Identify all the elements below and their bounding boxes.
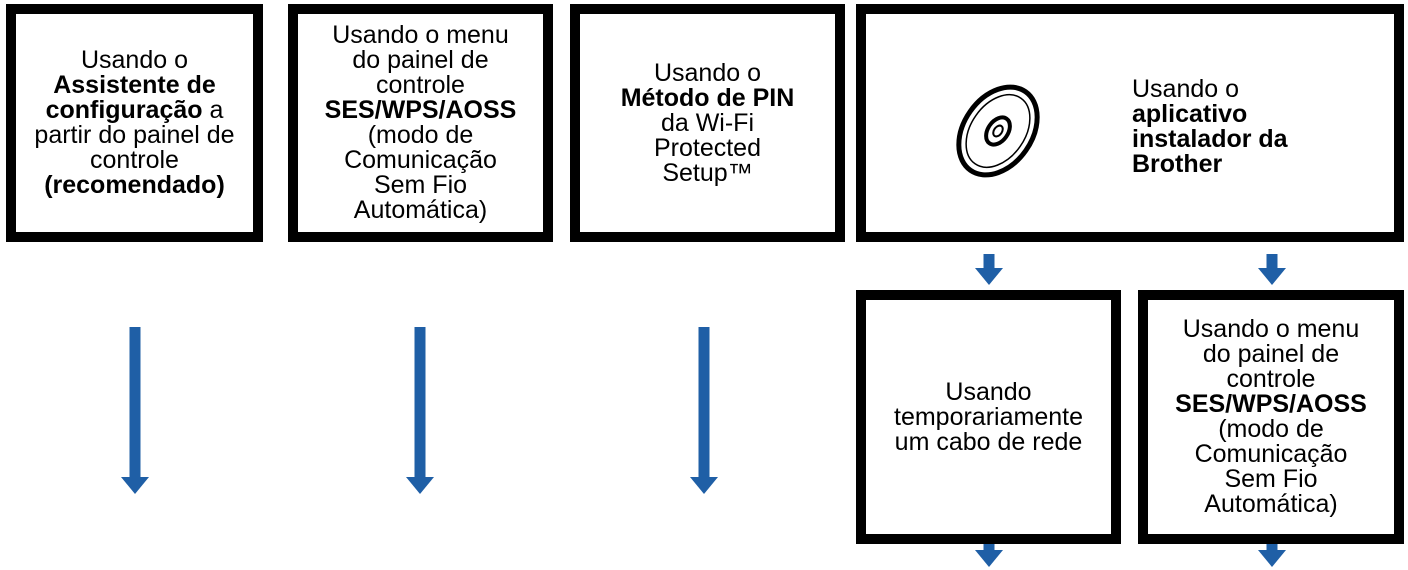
arrow-wizard-down bbox=[121, 327, 149, 494]
text-bold-run: SES/WPS/AOSS bbox=[1175, 390, 1367, 418]
text-bold-run: Método de PIN bbox=[620, 83, 795, 112]
text-run: (modo de bbox=[367, 121, 474, 149]
text-line: Usando o menu bbox=[1175, 317, 1367, 342]
text-bold-run: aplicativo bbox=[1132, 100, 1248, 128]
text-run: Sem Fio bbox=[1224, 465, 1318, 493]
text-bold-run: configuração bbox=[45, 96, 203, 124]
text-line: Automática) bbox=[1175, 492, 1367, 517]
text-line: Usando o bbox=[34, 48, 234, 73]
text-line: Automática) bbox=[325, 198, 517, 223]
text-line: SES/WPS/AOSS bbox=[325, 98, 517, 123]
text-line: Brother bbox=[1132, 152, 1288, 177]
text-run: do painel de bbox=[1202, 340, 1340, 368]
text-run: Usando o bbox=[653, 58, 761, 87]
text-line: Comunicação bbox=[1175, 442, 1367, 467]
text-line: um cabo de rede bbox=[894, 427, 1083, 456]
text-line: Usando o menu bbox=[325, 23, 517, 48]
text-line: configuração a bbox=[34, 98, 234, 123]
text-line: Método de PIN bbox=[620, 83, 795, 112]
text-line: controle bbox=[34, 148, 234, 173]
text-line: Assistente de bbox=[34, 73, 234, 98]
text-bold-run: instalador da bbox=[1132, 125, 1288, 153]
text-line: SES/WPS/AOSS bbox=[1175, 392, 1367, 417]
text-run: Comunicação bbox=[1194, 440, 1348, 468]
text-line: aplicativo bbox=[1132, 102, 1288, 127]
text-line: Protected bbox=[621, 133, 795, 162]
text-run: Automática) bbox=[1204, 490, 1338, 518]
text-line: controle bbox=[1175, 367, 1367, 392]
text-line: instalador da bbox=[1132, 127, 1288, 152]
arrow-installer-to-ses bbox=[1258, 254, 1286, 285]
text-line: do painel de bbox=[325, 48, 517, 73]
text-line: (recomendado) bbox=[34, 173, 234, 198]
text-run: Protected bbox=[653, 133, 761, 162]
text-run: um cabo de rede bbox=[894, 427, 1083, 456]
text-line: (modo de bbox=[325, 123, 517, 148]
text-run: Comunicação bbox=[344, 146, 497, 174]
text-run: partir do painel de bbox=[34, 121, 235, 149]
text-run: controle bbox=[376, 71, 465, 99]
text-line: do painel de bbox=[1175, 342, 1367, 367]
text-run: Usando o bbox=[1132, 75, 1240, 103]
text-line: Setup™ bbox=[621, 158, 795, 187]
text-line: Usando o bbox=[1132, 77, 1288, 102]
text-line: da Wi-Fi bbox=[621, 108, 795, 137]
text-line: Usando bbox=[894, 377, 1083, 406]
text-run: controle bbox=[90, 146, 179, 174]
text-line: temporariamente bbox=[894, 402, 1083, 431]
text-run: temporariamente bbox=[894, 402, 1083, 431]
arrow-pin-down bbox=[690, 327, 718, 494]
text-run: da Wi-Fi bbox=[660, 108, 755, 137]
text-line: Sem Fio bbox=[325, 173, 517, 198]
text-line: controle bbox=[325, 73, 517, 98]
text-bold-run: (recomendado) bbox=[44, 171, 225, 199]
text-run: do painel de bbox=[352, 46, 489, 74]
text-line: partir do painel de bbox=[34, 123, 234, 148]
text-bold-run: SES/WPS/AOSS bbox=[324, 96, 517, 124]
text-line: Sem Fio bbox=[1175, 467, 1367, 492]
text-run: (modo de bbox=[1218, 415, 1324, 443]
text-run: controle bbox=[1226, 365, 1316, 393]
arrow-installer-to-cable bbox=[975, 254, 1003, 285]
text-run: Usando o bbox=[80, 46, 188, 74]
text-bold-run: Assistente de bbox=[53, 71, 216, 99]
text-run: Usando o menu bbox=[1182, 315, 1360, 343]
text-bold-run: Brother bbox=[1132, 150, 1223, 178]
text-line: (modo de bbox=[1175, 417, 1367, 442]
text-line: Usando o bbox=[621, 58, 795, 87]
arrow-ses-menu-down bbox=[406, 327, 434, 494]
text-run: a bbox=[202, 96, 224, 124]
text-run: Usando o menu bbox=[332, 21, 509, 49]
cd-disc-icon bbox=[948, 76, 1048, 186]
text-run: Automática) bbox=[353, 196, 488, 224]
text-run: Sem Fio bbox=[373, 171, 468, 199]
text-line: Comunicação bbox=[325, 148, 517, 173]
text-run: Usando bbox=[945, 377, 1032, 406]
text-run: Setup™ bbox=[662, 158, 753, 187]
